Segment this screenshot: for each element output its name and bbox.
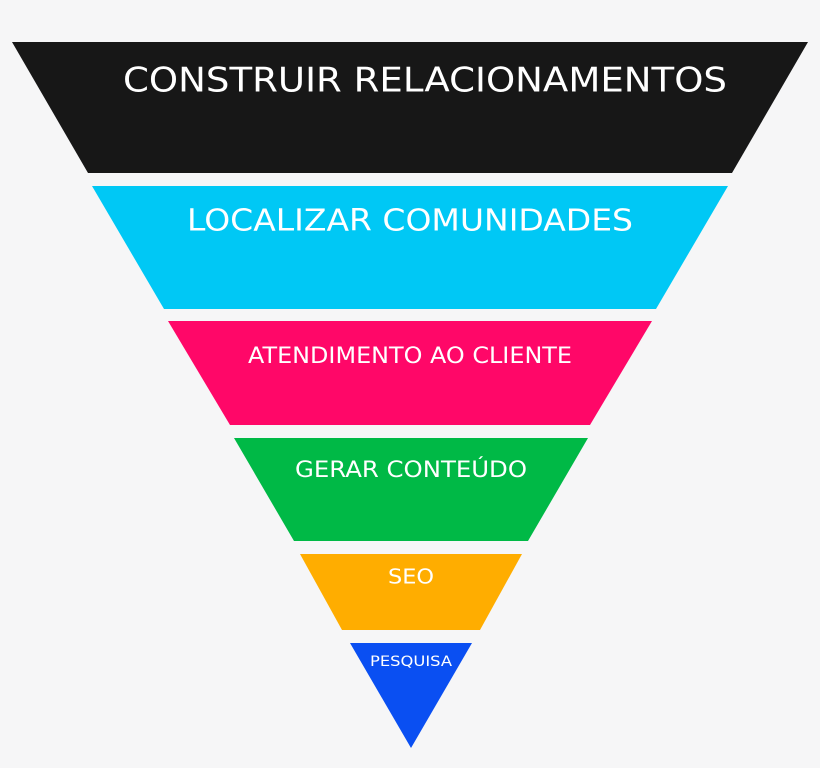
tier-3-band [168,321,652,425]
tier-6-band [350,643,472,748]
tier-2-band [92,186,728,309]
funnel-tier-6: PESQUISA [350,643,472,748]
tier-3-label: ATENDIMENTO AO CLIENTE [248,344,572,369]
tier-6-label: PESQUISA [370,654,452,670]
funnel-tier-2: LOCALIZAR COMUNIDADES [92,186,728,309]
tier-5-band [300,554,522,630]
tier-2-label: LOCALIZAR COMUNIDADES [187,204,633,239]
tier-4-band [234,438,588,541]
tier-1-band [12,42,808,173]
tier-5-label: SEO [388,565,434,589]
funnel-tier-3: ATENDIMENTO AO CLIENTE [168,321,652,425]
tier-4-label: GERAR CONTEÚDO [295,457,527,483]
funnel-tier-1: CONSTRUIR RELACIONAMENTOS [12,42,808,173]
funnel-tier-4: GERAR CONTEÚDO [234,438,588,541]
funnel-tier-5: SEO [300,554,522,630]
tier-1-label: CONSTRUIR RELACIONAMENTOS [123,61,727,101]
